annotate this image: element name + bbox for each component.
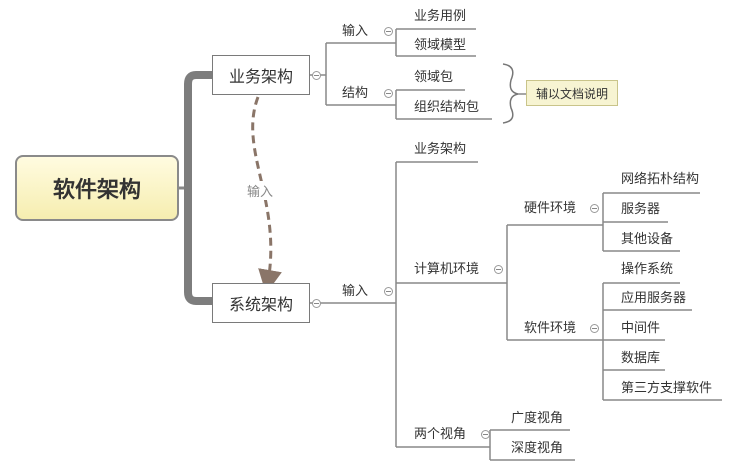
two-views-node[interactable]: 两个视角 [414,427,467,442]
collapse-software-icon[interactable] [590,324,599,333]
depth-view-node[interactable]: 深度视角 [511,441,564,456]
collapse-business-structure-icon[interactable] [384,89,393,98]
app-server-node[interactable]: 应用服务器 [621,291,687,306]
root-node[interactable]: 软件架构 [15,155,179,221]
domain-model-node[interactable]: 领域模型 [414,38,467,53]
collapse-hardware-icon[interactable] [590,204,599,213]
business-input-node[interactable]: 输入 [342,24,369,39]
note-documentation[interactable]: 辅以文档说明 [526,80,618,106]
hardware-environment-node[interactable]: 硬件环境 [524,201,577,216]
collapse-business-icon[interactable] [312,71,321,80]
computer-environment-node[interactable]: 计算机环境 [414,262,480,277]
middleware-node[interactable]: 中间件 [621,321,661,336]
third-party-software-node[interactable]: 第三方支撑软件 [621,381,713,396]
relation-arrow [251,96,282,294]
business-structure-node[interactable]: 结构 [342,86,369,101]
system-input-node[interactable]: 输入 [342,284,369,299]
breadth-view-node[interactable]: 广度视角 [511,411,564,426]
domain-package-node[interactable]: 领域包 [414,70,454,85]
business-architecture-node[interactable]: 业务架构 [212,55,310,95]
collapse-system-input-icon[interactable] [384,287,393,296]
org-structure-package-node[interactable]: 组织结构包 [414,100,480,115]
use-case-node[interactable]: 业务用例 [414,9,467,24]
software-environment-node[interactable]: 软件环境 [524,321,577,336]
collapse-system-icon[interactable] [312,299,321,308]
network-topology-node[interactable]: 网络拓朴结构 [621,172,700,187]
system-biz-arch-node[interactable]: 业务架构 [414,142,467,157]
relation-label: 输入 [245,181,276,200]
server-node[interactable]: 服务器 [621,202,661,217]
system-architecture-node[interactable]: 系统架构 [212,283,310,323]
collapse-views-icon[interactable] [481,430,490,439]
os-node[interactable]: 操作系统 [621,262,674,277]
database-node[interactable]: 数据库 [621,351,661,366]
collapse-computer-env-icon[interactable] [494,265,503,274]
other-devices-node[interactable]: 其他设备 [621,232,674,247]
collapse-business-input-icon[interactable] [384,27,393,36]
